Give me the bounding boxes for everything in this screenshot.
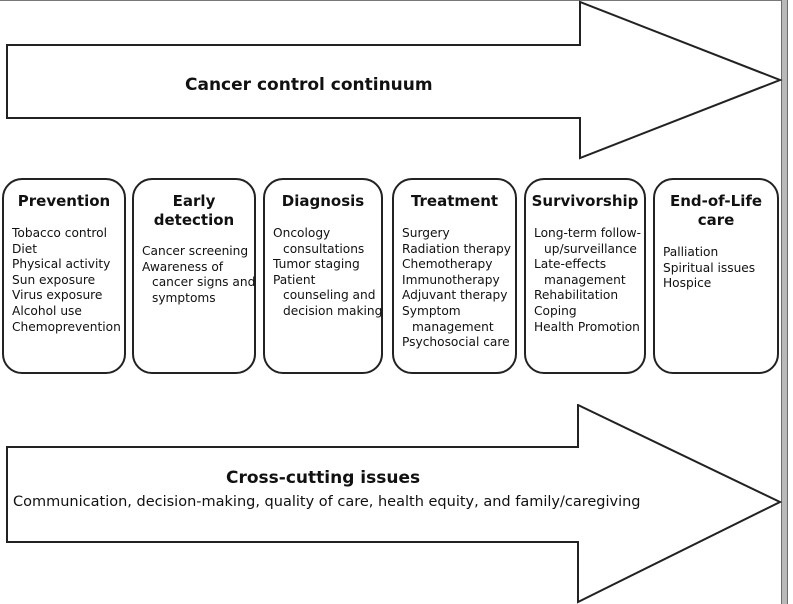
- list-item: Psychosocial care: [402, 335, 510, 350]
- list-item: Oncology consultations: [273, 226, 377, 257]
- list-item-line: consultations: [283, 241, 365, 256]
- list-item: Patient counseling and decision making: [273, 272, 383, 320]
- list-item-line: Long-term follow-: [534, 226, 642, 240]
- list-item: Tobacco control: [12, 226, 108, 240]
- list-item-line: Patient: [273, 272, 316, 287]
- list-item: Physical activity: [12, 257, 111, 272]
- list-item: Chemoprevention: [12, 319, 121, 334]
- phase-title-line: care: [697, 211, 735, 229]
- list-item: Spiritual issues: [663, 260, 756, 275]
- list-item-line: Oncology: [273, 226, 331, 240]
- list-item: Chemotherapy: [402, 257, 493, 272]
- phase-box-prevention: Prevention Tobacco control Diet Physical…: [2, 178, 126, 374]
- list-item-line: management: [412, 319, 494, 334]
- cancer-control-continuum-arrow: Cancer control continuum: [0, 0, 786, 160]
- phase-item-list: Tobacco control Diet Physical activity S…: [4, 226, 124, 335]
- phase-box-diagnosis: Diagnosis Oncology consultations Tumor s…: [263, 178, 383, 374]
- phase-item-list: Surgery Radiation therapy Chemotherapy I…: [394, 226, 515, 351]
- phase-box-treatment: Treatment Surgery Radiation therapy Chem…: [392, 178, 517, 374]
- phase-title: Prevention: [17, 192, 111, 210]
- list-item: Sun exposure: [12, 272, 96, 287]
- phase-title: Diagnosis: [281, 192, 365, 210]
- list-item: Awareness of cancer signs and symptoms: [142, 259, 256, 307]
- list-item-line: symptoms: [152, 290, 216, 305]
- list-item: Hospice: [663, 276, 712, 291]
- phase-title: Survivorship: [531, 192, 639, 210]
- phase-item-list: Oncology consultations Tumor staging Pat…: [265, 226, 383, 320]
- cross-cutting-title: Cross-cutting issues: [226, 468, 421, 488]
- list-item-line: Late-effects: [534, 257, 607, 272]
- phase-title-line: End-of-Life: [669, 192, 763, 210]
- phase-item-list: Palliation Spiritual issues Hospice: [655, 245, 777, 292]
- phase-title-line: Early: [172, 192, 216, 210]
- list-item: Virus exposure: [12, 288, 103, 303]
- phase-title: Treatment: [410, 192, 499, 210]
- list-item: Adjuvant therapy: [402, 288, 508, 303]
- list-item: Tumor staging: [273, 257, 360, 272]
- phase-title: Early detection: [134, 192, 254, 230]
- phase-box-end-of-life-care: End-of-Life care Palliation Spiritual is…: [653, 178, 779, 374]
- list-item: Coping: [534, 303, 577, 318]
- cross-cutting-issues-arrow: Cross-cutting issues Communication, deci…: [0, 404, 786, 604]
- cross-cutting-description: Communication, decision-making, quality …: [13, 494, 641, 510]
- phase-item-list: Cancer screening Awareness of cancer sig…: [134, 244, 256, 307]
- list-item: Alcohol use: [12, 303, 82, 318]
- list-item-line: up/surveillance: [544, 241, 637, 256]
- list-item-line: Awareness of: [142, 259, 224, 274]
- bottom-arrow-shape: [6, 404, 783, 604]
- list-item: Surgery: [402, 226, 450, 240]
- right-edge-bar: [781, 0, 788, 604]
- top-border-line: [0, 0, 783, 1]
- phase-title: End-of-Life care: [655, 192, 777, 230]
- list-item-line: cancer signs and: [152, 275, 256, 290]
- list-item: Palliation: [663, 245, 719, 259]
- list-item-line: management: [544, 272, 626, 287]
- list-item: Diet: [12, 241, 38, 256]
- list-item: Long-term follow- up/surveillance: [534, 226, 642, 257]
- phase-title-line: detection: [153, 211, 235, 229]
- top-arrow-shape: [6, 0, 783, 160]
- list-item: Cancer screening: [142, 244, 249, 258]
- phase-item-list: Long-term follow- up/surveillance Late-e…: [526, 226, 644, 335]
- list-item: Late-effects management: [534, 257, 640, 288]
- list-item: Health Promotion: [534, 319, 640, 334]
- list-item-line: counseling and: [283, 288, 376, 303]
- list-item-line: decision making: [283, 303, 383, 318]
- list-item: Symptom management: [402, 304, 511, 335]
- list-item: Rehabilitation: [534, 288, 619, 303]
- phase-box-survivorship: Survivorship Long-term follow- up/survei…: [524, 178, 646, 374]
- continuum-title: Cancer control continuum: [185, 75, 433, 95]
- list-item: Immunotherapy: [402, 272, 500, 287]
- list-item: Radiation therapy: [402, 241, 511, 256]
- list-item-line: Symptom: [402, 303, 461, 318]
- phase-box-early-detection: Early detection Cancer screening Awarene…: [132, 178, 256, 374]
